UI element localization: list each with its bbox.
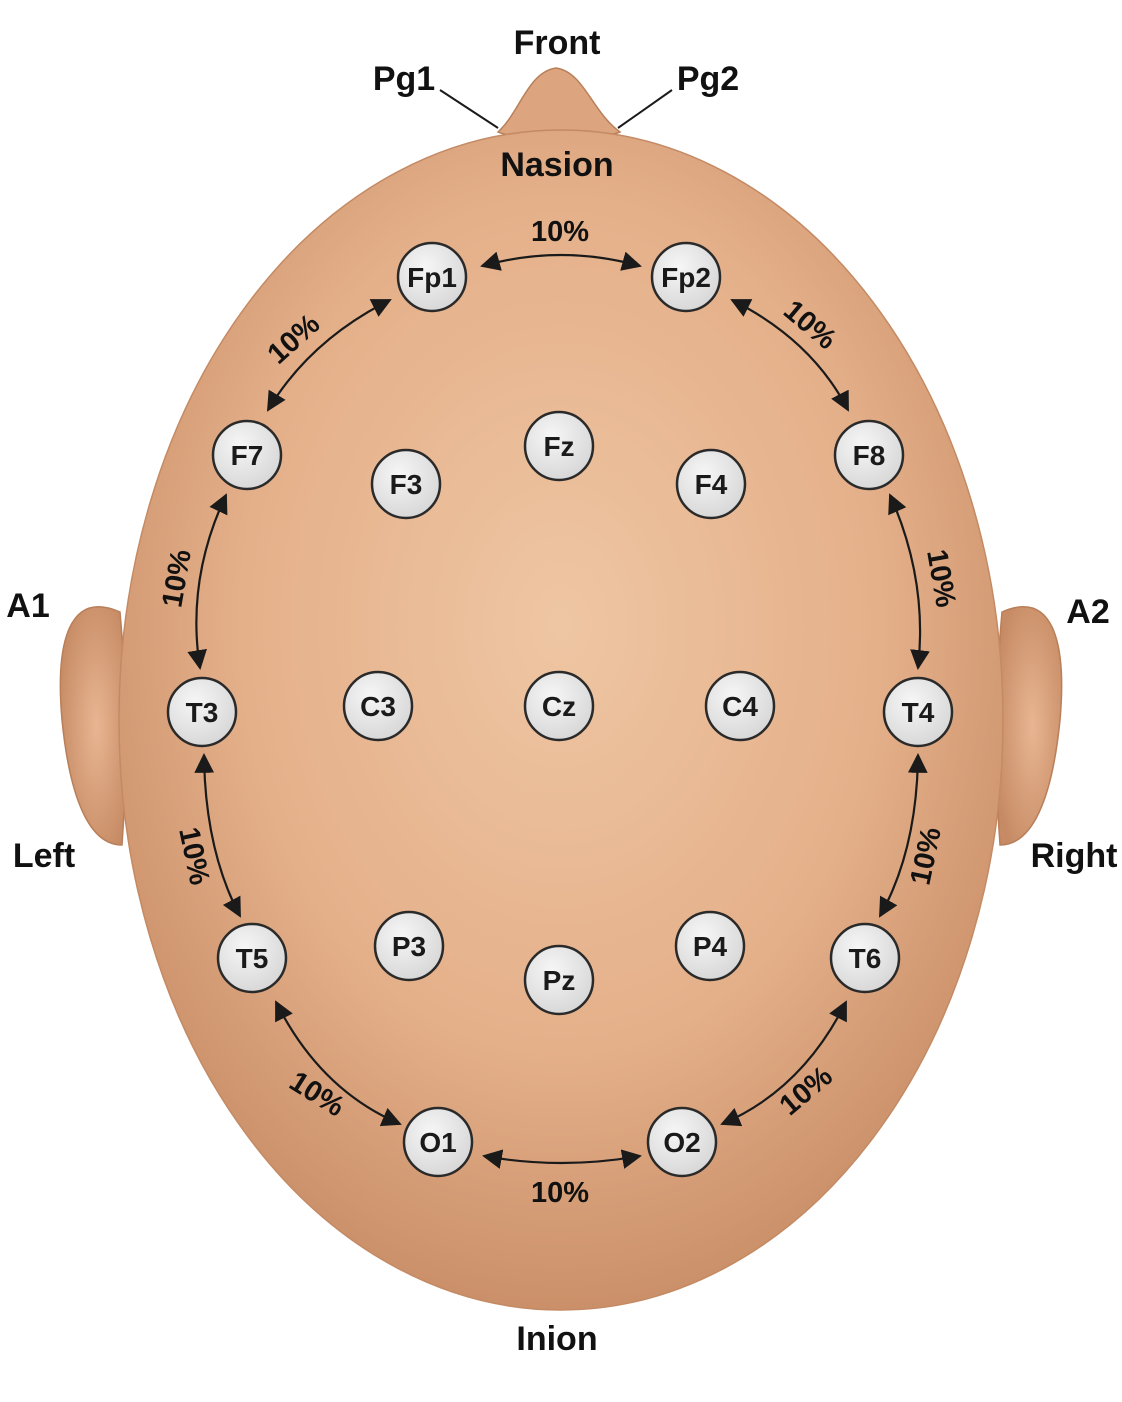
- electrode-fz-marker: [523, 410, 595, 482]
- electrode-c3-label: C3: [360, 691, 396, 722]
- right-ear: [995, 606, 1063, 846]
- pg1-leader-line: [439, 89, 499, 129]
- electrode-cz[interactable]: Cz: [523, 670, 595, 742]
- pg2-leader-line: [617, 89, 673, 129]
- arrow-fp1-f7: [266, 299, 392, 412]
- spacing-label-o1-o2: 10%: [531, 1177, 589, 1209]
- electrode-cz-label: Cz: [542, 691, 576, 722]
- electrode-f3[interactable]: F3: [370, 448, 442, 520]
- electrode-p3[interactable]: P3: [373, 910, 445, 982]
- electrode-f8-label: F8: [853, 440, 886, 471]
- electrode-fp2-marker: [650, 241, 722, 313]
- pg1-label: Pg1: [373, 60, 435, 98]
- left-label: Left: [13, 837, 75, 875]
- nose: [496, 67, 622, 139]
- electrode-p3-marker: [373, 910, 445, 982]
- a2-label: A2: [1066, 593, 1109, 631]
- electrode-t3-label: T3: [186, 697, 219, 728]
- electrode-f8[interactable]: F8: [833, 419, 905, 491]
- a1-label: A1: [6, 587, 49, 625]
- electrode-c4[interactable]: C4: [704, 670, 776, 742]
- electrode-pz-label: Pz: [543, 965, 576, 996]
- electrode-f7[interactable]: F7: [211, 419, 283, 491]
- electrode-o1[interactable]: O1: [402, 1106, 474, 1178]
- electrode-o2-label: O2: [663, 1127, 700, 1158]
- electrodes: Fp1 Fp2 F7 F3 Fz F4 F8 T3: [166, 241, 954, 1178]
- electrode-c3-marker: [342, 670, 414, 742]
- electrode-o2[interactable]: O2: [646, 1106, 718, 1178]
- arrow-fp2-f8: [730, 299, 849, 412]
- electrode-cz-marker: [523, 670, 595, 742]
- arrow-t5-o1: [275, 1000, 402, 1127]
- electrode-fp1-label: Fp1: [407, 262, 457, 293]
- electrode-p3-label: P3: [392, 931, 426, 962]
- electrode-t3[interactable]: T3: [166, 676, 238, 748]
- electrode-fz-label: Fz: [543, 431, 574, 462]
- left-ear: [59, 606, 127, 846]
- electrode-f4-label: F4: [695, 469, 728, 500]
- electrode-f7-marker: [211, 419, 283, 491]
- electrode-p4-marker: [674, 910, 746, 982]
- electrode-fp2[interactable]: Fp2: [650, 241, 722, 313]
- pg2-label: Pg2: [677, 60, 739, 98]
- electrode-pz-marker: [523, 944, 595, 1016]
- right-label: Right: [1031, 837, 1118, 875]
- electrode-fp1[interactable]: Fp1: [396, 241, 468, 313]
- arrow-o1-o2: [482, 1149, 642, 1169]
- electrode-o1-marker: [402, 1106, 474, 1178]
- nasion-label: Nasion: [500, 146, 613, 184]
- arrow-t4-t6: [879, 753, 928, 918]
- electrode-f4[interactable]: F4: [675, 448, 747, 520]
- arrow-f7-t3: [187, 493, 228, 670]
- electrode-t6-marker: [829, 922, 901, 994]
- electrode-t5-marker: [216, 922, 288, 994]
- spacing-arrows: [187, 251, 930, 1169]
- electrode-pz[interactable]: Pz: [523, 944, 595, 1016]
- electrode-t5[interactable]: T5: [216, 922, 288, 994]
- arrow-t3-t5: [194, 753, 241, 918]
- electrode-t4-marker: [882, 676, 954, 748]
- electrode-f4-marker: [675, 448, 747, 520]
- electrode-fp1-marker: [396, 241, 468, 313]
- electrode-f7-label: F7: [231, 440, 264, 471]
- electrode-fp2-label: Fp2: [661, 262, 711, 293]
- electrode-f3-marker: [370, 448, 442, 520]
- electrode-t6[interactable]: T6: [829, 922, 901, 994]
- arrow-fp1-fp2: [480, 251, 642, 271]
- electrode-fz[interactable]: Fz: [523, 410, 595, 482]
- electrode-o2-marker: [646, 1106, 718, 1178]
- electrode-c3[interactable]: C3: [342, 670, 414, 742]
- electrode-f3-label: F3: [390, 469, 423, 500]
- electrode-p4[interactable]: P4: [674, 910, 746, 982]
- arrow-f8-t4: [888, 493, 930, 670]
- electrode-c4-label: C4: [722, 691, 758, 722]
- arrow-t6-o2: [720, 1000, 847, 1127]
- inion-label: Inion: [516, 1320, 597, 1358]
- electrode-o1-label: O1: [419, 1127, 456, 1158]
- electrode-c4-marker: [704, 670, 776, 742]
- front-label: Front: [514, 24, 601, 62]
- electrode-t6-label: T6: [849, 943, 882, 974]
- electrode-t5-label: T5: [236, 943, 269, 974]
- electrode-t4-label: T4: [902, 697, 935, 728]
- electrode-t3-marker: [166, 676, 238, 748]
- spacing-label-fp1-fp2: 10%: [531, 216, 589, 248]
- electrode-f8-marker: [833, 419, 905, 491]
- electrode-p4-label: P4: [693, 931, 728, 962]
- electrode-t4[interactable]: T4: [882, 676, 954, 748]
